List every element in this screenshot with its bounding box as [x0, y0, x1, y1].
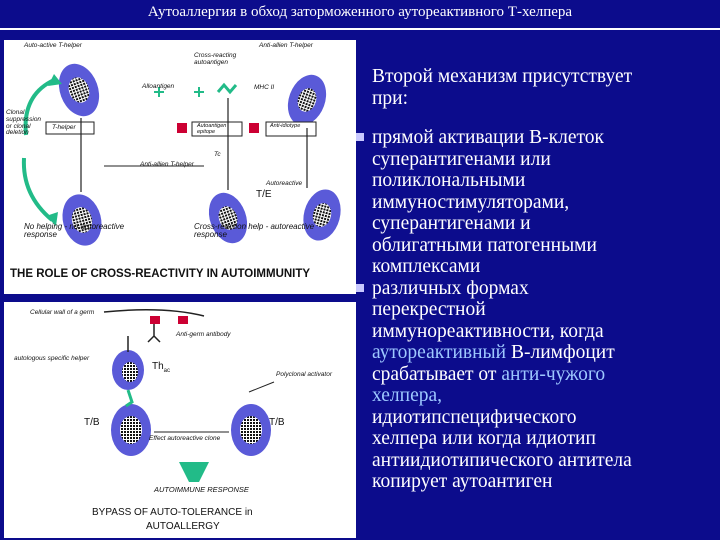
- bullet-line: различных формах: [372, 277, 529, 299]
- label-tb-right: T/B: [269, 417, 285, 428]
- receptor-square: [177, 123, 187, 133]
- label-alloantigen: Alloantigen: [142, 83, 175, 90]
- bullet-line: копирует аутоантиген: [372, 471, 553, 492]
- cell-tb-right: [231, 404, 271, 456]
- label-mhc-ii: MHC II: [254, 84, 275, 91]
- bullet-line: срабатывает от анти-чужого: [372, 364, 717, 386]
- cell-auto-helper-bottom: [62, 194, 102, 246]
- bullet-direct-activation: прямой активации В-клеток суперантигенам…: [356, 127, 717, 278]
- label-autoimmune-response: AUTOIMMUNE RESPONSE: [154, 485, 249, 494]
- label-no-helping: No helping - no autoreactive response: [24, 222, 125, 240]
- bullet-line: иммуностимуляторами,: [372, 191, 570, 213]
- label-autoantigen-epitope: Autoantigen epitope: [197, 123, 227, 135]
- bullet-line: суперантигенами или: [372, 148, 551, 170]
- cell-tc: [208, 192, 248, 244]
- label-autoallergy: AUTOALLERGY: [146, 521, 220, 532]
- section-heading: Второй механизм присутствует при:: [372, 66, 717, 109]
- bypass-figure: Cellular wall of a germ Anti-germ antibo…: [4, 302, 356, 538]
- label-t-helper-box: T-helper: [52, 124, 76, 131]
- antibody: [147, 324, 161, 343]
- bullet-line: облигатными патогенными: [372, 234, 597, 256]
- slide-title: Аутоаллергия в обход заторможенного ауто…: [147, 4, 573, 20]
- bullet-marker-icon: [356, 283, 364, 292]
- bullet-cross-immunoreactivity: различных формах перекрестной иммунореак…: [356, 277, 717, 493]
- cell-autologous-helper: [112, 350, 144, 390]
- receptor-square: [249, 123, 259, 133]
- bullet-line: хелпера или когда идиотип: [372, 428, 596, 449]
- bullet-line: перекрестной: [372, 299, 486, 320]
- label-th-sub: ac: [163, 368, 171, 374]
- cell-tb-left: [111, 404, 151, 456]
- cell-anti-helper-top: [287, 74, 327, 126]
- label-polyclonal-activator: Polyclonal activator: [276, 371, 332, 378]
- bullet-line: идиотипспецифического: [372, 406, 577, 428]
- bullet-text: срабатывает от: [372, 363, 502, 385]
- label-bypass: BYPASS OF AUTO-TOLERANCE in: [92, 507, 253, 518]
- label-anti-t-helper: Anti-allien T-helper: [259, 42, 313, 49]
- germ-wall: [103, 309, 205, 317]
- label-tc: Tc: [214, 151, 221, 158]
- title-divider: [0, 28, 720, 30]
- highlight-anti-foreign: анти-чужого: [501, 363, 606, 385]
- cross-reactivity-diagram: [21, 63, 341, 246]
- anti-idiotype-box: [265, 121, 317, 137]
- highlight-autoreactive: аутореактивный: [372, 342, 507, 363]
- epitope-box: [191, 121, 243, 137]
- label-th: Thac: [152, 361, 171, 374]
- bypass-diagram: [103, 309, 275, 482]
- label-effect-autoreactive: Effect autoreactive clone: [149, 435, 221, 442]
- heading-line: Второй механизм присутствует: [372, 66, 633, 87]
- label-role-title: THE ROLE OF CROSS-REACTIVITY IN AUTOIMMU…: [10, 268, 311, 280]
- green-arrow-up: [23, 78, 55, 136]
- bullet-line: хелпера,: [372, 385, 717, 407]
- bullet-line: суперантигенами и: [372, 213, 531, 234]
- label-clonal-suppression: Clonal suppression or clonal deletion: [6, 109, 42, 137]
- label-auto-t-helper: Auto-active T-helper: [24, 42, 82, 49]
- cell-autoreactive: [303, 189, 341, 241]
- label-autoreactive: Autoreactive: [266, 180, 303, 187]
- green-arrow-down: [21, 157, 54, 222]
- bullet-line: антиидиотипического антитела: [372, 449, 632, 471]
- bullet-line: аутореактивный В-лимфоцит: [372, 342, 717, 364]
- bullet-line: поликлональными: [372, 170, 526, 191]
- label-cellular-wall: Cellular wall of a germ: [30, 309, 95, 316]
- bullet-marker-icon: [356, 133, 364, 141]
- label-te: T/E: [256, 189, 272, 200]
- label-autologous-helper: autologous specific helper: [14, 355, 90, 362]
- bullet-line: прямой активации В-клеток: [372, 127, 605, 148]
- right-text-panel: Второй механизм присутствует при: прямой…: [356, 66, 717, 493]
- label-cross-reacting-autoantigen: Cross-reacting autoantigen: [194, 52, 237, 66]
- cell-auto-helper-top: [58, 63, 100, 117]
- t-helper-box: [45, 121, 95, 135]
- response-arrow: [179, 462, 209, 482]
- bullet-text: В-лимфоцит: [506, 342, 615, 363]
- label-anti-allien-t-helper: Anti-allien T-helper: [140, 161, 194, 168]
- label-anti-germ-antibody: Anti-germ antibody: [176, 331, 231, 338]
- label-tb-left: T/B: [84, 417, 100, 428]
- highlight-helper: хелпера,: [372, 385, 443, 406]
- heading-line: при:: [372, 87, 409, 109]
- label-anti-idiotype: Anti-idiotype: [270, 123, 301, 129]
- bullet-line: иммунореактивности, когда: [372, 320, 604, 342]
- cross-reactivity-figure: Auto-active T-helper Anti-allien T-helpe…: [4, 40, 356, 294]
- label-cross-reaction-help: Cross-reaction help - autoreactive respo…: [194, 222, 315, 240]
- bullet-line: комплексами: [372, 256, 481, 277]
